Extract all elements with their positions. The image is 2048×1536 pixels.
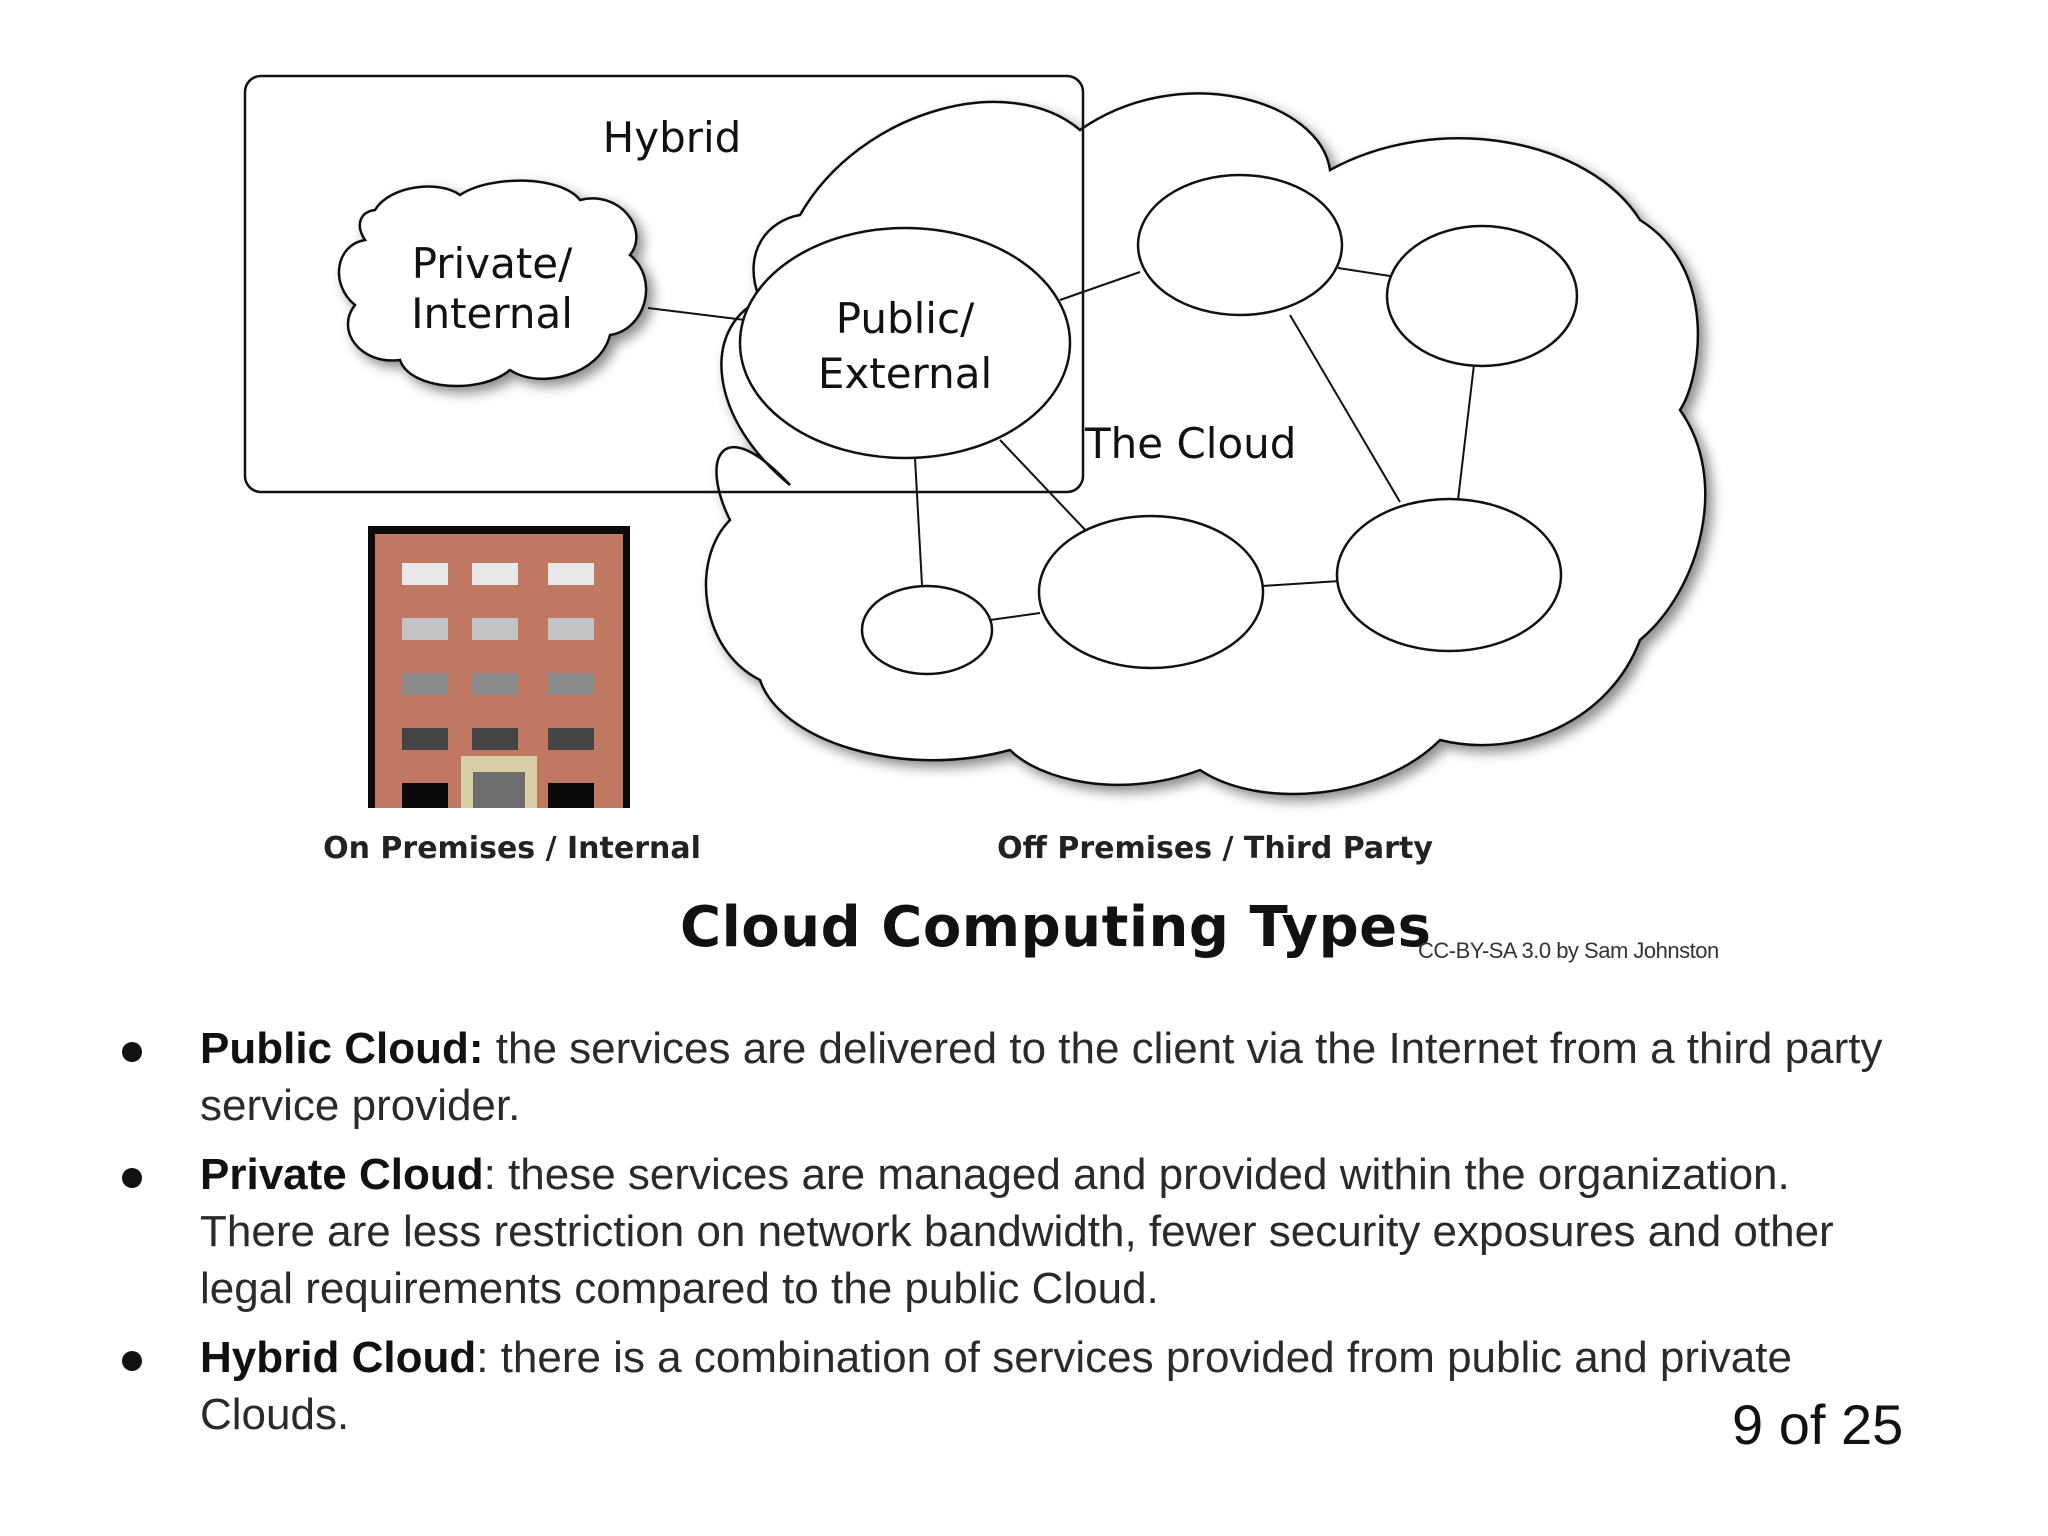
public-label-line1: Public/ [836,294,975,343]
cloud-node-top [1136,173,1344,317]
bullet-term: Private Cloud [200,1150,484,1199]
the-cloud-label: The Cloud [1084,419,1296,468]
bullet-icon [122,1351,142,1371]
cloud-node-middle [1037,514,1265,670]
bullet-text: the services are delivered to the client… [200,1024,1883,1130]
cloud-types-list: Public Cloud: the services are delivered… [110,1020,1910,1455]
network-connections [647,267,1476,621]
list-item-hybrid-cloud: Hybrid Cloud: there is a combination of … [110,1329,1910,1443]
on-premises-caption: On Premises / Internal [323,831,701,866]
private-label-line1: Private/ [412,239,573,288]
bullet-term: Hybrid Cloud [200,1333,477,1382]
bullet-text: : there is a combination of services pro… [200,1333,1792,1439]
building-icon [368,526,630,808]
page-number: 9 of 25 [1732,1393,1904,1456]
public-external-node [738,226,1072,460]
cloud-node-right [1335,497,1563,653]
bullet-icon [122,1042,142,1062]
private-cloud-shape [337,179,648,388]
bullet-term: Public Cloud: [200,1024,484,1073]
hybrid-boundary [243,74,1085,494]
license-credit: CC-BY-SA 3.0 by Sam Johnston [1418,938,1719,963]
list-item-private-cloud: Private Cloud: these services are manage… [110,1146,1910,1317]
cloud-node-top-right [1385,224,1579,368]
off-premises-caption: Off Premises / Third Party [997,831,1433,866]
bullet-text: : these services are managed and provide… [200,1150,1834,1313]
private-label-line2: Internal [411,289,573,338]
list-item-public-cloud: Public Cloud: the services are delivered… [110,1020,1910,1134]
diagram-title: Cloud Computing Types [680,895,1432,960]
bullet-icon [122,1168,142,1188]
public-label-line2: External [818,349,992,398]
hybrid-label: Hybrid [603,113,742,162]
cloud-node-small [860,584,994,676]
